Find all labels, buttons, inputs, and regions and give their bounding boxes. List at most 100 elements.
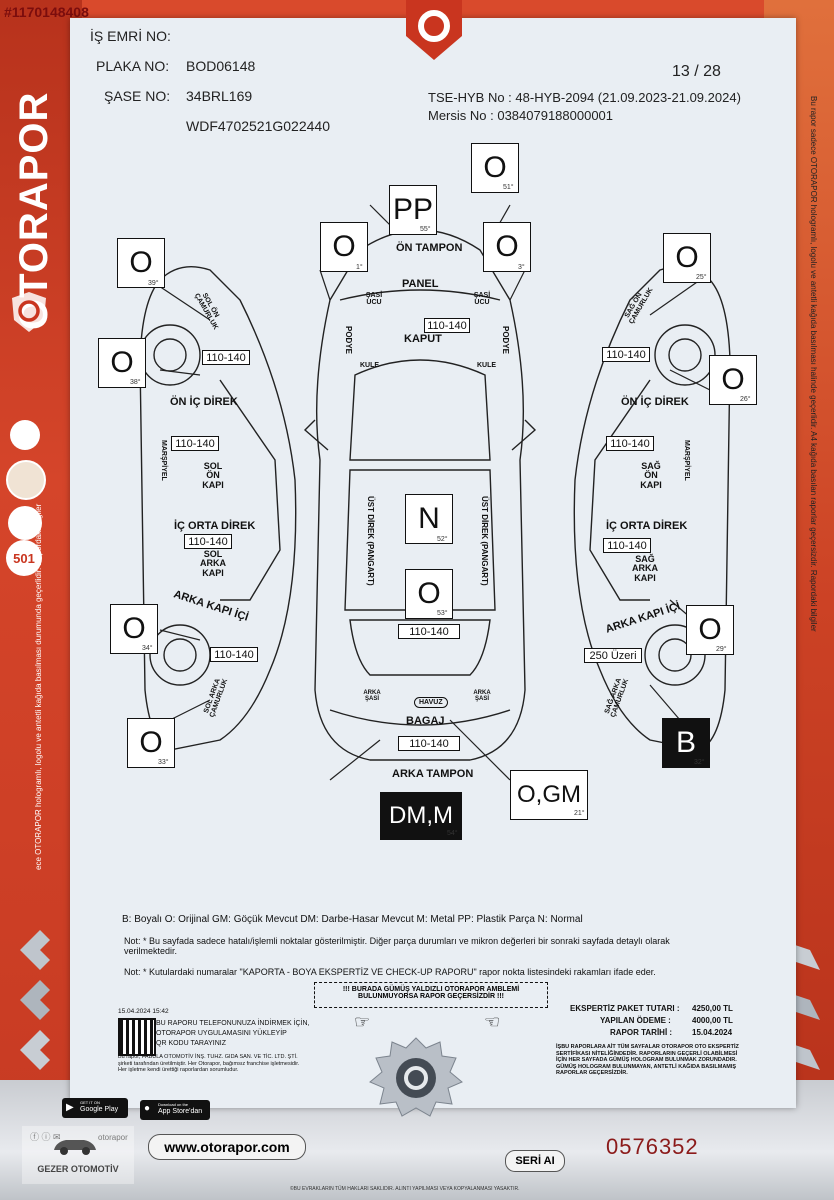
part-box-top-left: O bbox=[320, 222, 368, 272]
social-handle[interactable]: otorapor bbox=[98, 1133, 128, 1142]
dealer-logo: GEZER OTOMOTİV bbox=[22, 1126, 134, 1184]
part-box-top-right: O bbox=[483, 222, 531, 272]
label-sol-on-kapi: SOL ÖN KAPI bbox=[202, 461, 224, 490]
paket-value: 4250,00 TL bbox=[692, 1004, 733, 1013]
app-store-button[interactable]: ● Download on the App Store'dan bbox=[140, 1100, 210, 1120]
dealer-name: GEZER OTOMOTİV bbox=[37, 1164, 119, 1174]
label-sag-on-kapi: SAĞ ÖN KAPI bbox=[640, 461, 662, 490]
part-deg-right-rear-mid: 29° bbox=[716, 646, 727, 653]
micron-left-rear-fender: 110-140 bbox=[210, 647, 258, 662]
hologram-notice-1: !!! BURADA GÜMÜŞ YALDIZLI OTORAPOR AMBLE… bbox=[342, 986, 520, 993]
website-link[interactable]: www.otorapor.com bbox=[148, 1134, 306, 1160]
windshield bbox=[349, 359, 491, 461]
sase-value-1: 34BRL169 bbox=[186, 88, 253, 104]
label-bagaj: BAGAJ bbox=[406, 715, 445, 727]
hologram-notice-2: BULUNMUYORSA RAPOR GEÇERSİZDİR !!! bbox=[358, 993, 504, 1000]
plaka-label: PLAKA NO: bbox=[96, 58, 170, 74]
tse-number: TSE-HYB No : 48-HYB-2094 (21.09.2023-21.… bbox=[428, 90, 741, 105]
right-rear-wheel bbox=[644, 624, 706, 686]
brand-shield-icon bbox=[10, 290, 48, 334]
google-play-label: Google Play bbox=[80, 1106, 119, 1113]
part-deg-left-front-mid: 38° bbox=[130, 379, 141, 386]
label-on-ic-direk-right: ÖN İÇ DİREK bbox=[621, 396, 689, 408]
micron-right-front-door: 110-140 bbox=[606, 436, 654, 451]
part-box-trunk-lid: O bbox=[405, 569, 453, 619]
part-box-left-front-mid: O bbox=[98, 338, 146, 388]
part-deg-right-front-mid: 26° bbox=[740, 396, 751, 403]
qr-line-3: QR KODU TARAYINIZ bbox=[156, 1040, 227, 1047]
part-deg-trunk-lid: 53° bbox=[437, 610, 448, 617]
label-arka-sasi-left: ARKA ŞASİ bbox=[363, 690, 381, 703]
label-sasi-ucu-left: ŞASİ UCU bbox=[365, 292, 383, 307]
part-deg-top-right: 3° bbox=[518, 264, 525, 271]
label-marspiyel-right: MARŞPİYEL bbox=[683, 440, 690, 481]
plaka-value: BOD06148 bbox=[186, 58, 256, 74]
part-deg-bagaj-right: 21° bbox=[574, 810, 585, 817]
hologram-notice-box: !!! BURADA GÜMÜŞ YALDIZLI OTORAPOR AMBLE… bbox=[314, 982, 548, 1008]
label-sasi-ucu-right: ŞASİ UCU bbox=[473, 292, 491, 307]
sase-value-2: WDF4702521G022440 bbox=[186, 118, 330, 134]
part-box-left-front-top: O bbox=[117, 238, 165, 288]
tarih-value: 15.04.2024 bbox=[692, 1028, 733, 1037]
badge-501: 501 bbox=[6, 540, 42, 576]
bumper-rear-line bbox=[329, 709, 511, 726]
part-box-top-far: O bbox=[471, 143, 519, 193]
micron-bagaj: 110-140 bbox=[398, 736, 460, 751]
part-deg-right-rear-bottom: 32° bbox=[694, 759, 705, 766]
tarih-label: RAPOR TARİHİ : bbox=[610, 1028, 673, 1037]
right-side-text-wrap: Bu rapor sadece OTORAPOR hologramlı, log… bbox=[808, 96, 818, 816]
note-2: Not: * Kutulardaki numaralar "KAPORTA - … bbox=[124, 967, 656, 977]
rear-window bbox=[349, 619, 491, 676]
micron-left-rear-door: 110-140 bbox=[184, 534, 232, 549]
left-side-text: ece OTORAPOR hologramlı, logolu ve antet… bbox=[34, 503, 43, 870]
right-front-wheel bbox=[654, 324, 716, 386]
seri-badge: SERİ AI bbox=[505, 1150, 565, 1172]
left-front-wheel bbox=[139, 324, 201, 386]
mersis-number: Mersis No : 0384079188000001 bbox=[428, 108, 614, 123]
legend: B: Boyalı O: Orijinal GM: Göçük Mevcut D… bbox=[122, 914, 583, 925]
part-deg-top-left: 1° bbox=[356, 264, 363, 271]
social-icons[interactable]: ⓕ ⓘ ✉ bbox=[30, 1132, 61, 1142]
label-on-tampon: ÖN TAMPON bbox=[396, 242, 463, 254]
listing-watermark: #1170148408 bbox=[4, 4, 89, 20]
qr-fine-print: Bu rapor, FABULA OTOMOTİV İNŞ. TUHZ. GID… bbox=[118, 1054, 300, 1074]
label-havuz: HAVUZ bbox=[414, 697, 448, 709]
label-podye-right: PODYE bbox=[501, 326, 510, 355]
left-window-line bbox=[219, 379, 281, 601]
part-box-on-tampon: PP bbox=[389, 185, 437, 235]
right-side-text: Bu rapor sadece OTORAPOR hologramlı, log… bbox=[809, 96, 818, 632]
part-deg-on-tampon: 55° bbox=[420, 226, 431, 233]
label-ust-direk-right: ÜST DİREK (PANGART) bbox=[480, 496, 489, 586]
roof-panel bbox=[344, 469, 496, 611]
disclaimer: İŞBU RAPORLARA AİT TÜM SAYFALAR OTORAPOR… bbox=[556, 1044, 739, 1077]
part-deg-top-far: 51° bbox=[503, 184, 514, 191]
left-side-text-wrap: ece OTORAPOR hologramlı, logolu ve antet… bbox=[34, 270, 44, 870]
left-frame bbox=[0, 0, 82, 1200]
hood-line bbox=[339, 289, 501, 301]
label-kule-right: KULE bbox=[477, 362, 497, 369]
label-arka-tampon: ARKA TAMPON bbox=[392, 768, 474, 780]
google-play-icon: ▶ bbox=[66, 1102, 74, 1113]
part-box-left-rear-mid: O bbox=[110, 604, 158, 654]
qr-code-icon[interactable] bbox=[118, 1018, 156, 1056]
serial-number: 0576352 bbox=[606, 1134, 699, 1159]
is-emri-label: İŞ EMRİ NO: bbox=[90, 28, 171, 44]
part-box-roof: N bbox=[405, 494, 453, 544]
badge-icon-1 bbox=[10, 420, 40, 450]
part-deg-roof: 52° bbox=[437, 536, 448, 543]
part-deg-right-front-top: 25° bbox=[696, 274, 707, 281]
car-right-side bbox=[573, 266, 731, 751]
label-kule-left: KULE bbox=[360, 362, 380, 369]
badge-icon-3 bbox=[8, 506, 42, 540]
paket-label: EKSPERTİZ PAKET TUTARI : bbox=[570, 1004, 680, 1013]
google-play-button[interactable]: ▶ GET IT ON Google Play bbox=[62, 1098, 128, 1118]
label-ust-direk-left: ÜST DİREK (PANGART) bbox=[366, 496, 375, 586]
app-store-label: App Store'dan bbox=[158, 1108, 203, 1115]
micron-kaput: 110-140 bbox=[424, 318, 470, 333]
note-1: Not: * Bu sayfada sadece hatalı/işlemli … bbox=[124, 936, 670, 956]
car-top-body bbox=[314, 229, 526, 761]
part-box-arka-tampon: DM,M bbox=[380, 792, 462, 840]
part-deg-arka-tampon: 54° bbox=[447, 830, 458, 837]
left-rear-wheel bbox=[149, 624, 211, 686]
part-deg-left-rear-mid: 34° bbox=[142, 645, 153, 652]
